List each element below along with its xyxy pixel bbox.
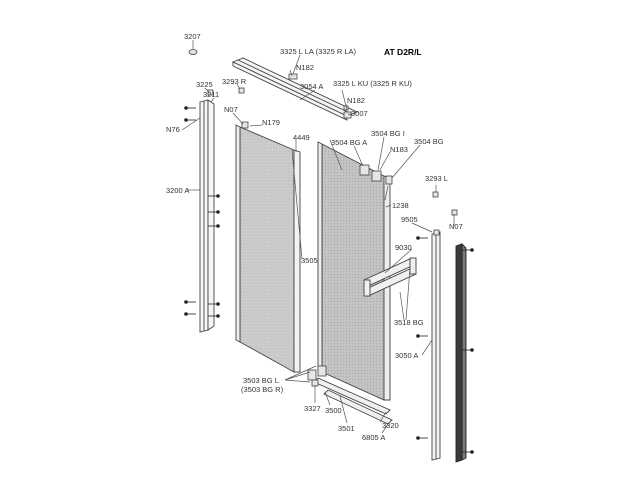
screw-icon xyxy=(208,194,220,198)
label-3518-bg: 3518 BG xyxy=(394,318,424,327)
screw-icon xyxy=(184,106,196,110)
label-3293-r: 3293 R xyxy=(222,77,247,86)
end-cap-icon xyxy=(288,73,298,80)
small-parts xyxy=(188,49,458,387)
screw-icon xyxy=(416,334,428,338)
end-cap-icon xyxy=(432,191,439,198)
end-cap-icon xyxy=(451,209,458,216)
screw-icon xyxy=(184,312,196,316)
label-1238: 1238 xyxy=(392,201,409,210)
door-handle xyxy=(363,257,417,297)
screw-icon xyxy=(416,436,428,440)
label-9030: 9030 xyxy=(395,243,412,252)
bracket-icon xyxy=(307,369,317,381)
label-3504-bg-i: 3504 BG I xyxy=(371,129,405,138)
top-rail xyxy=(231,57,359,121)
label-3207: 3207 xyxy=(184,32,201,41)
end-cap-icon xyxy=(343,105,349,111)
screw-icon xyxy=(208,314,220,318)
label-3327: 3327 xyxy=(304,404,321,413)
screw-icon xyxy=(184,300,196,304)
bracket-icon xyxy=(385,175,393,185)
bracket-icon xyxy=(371,170,382,182)
label-3325-l-ku: 3325 L KU (3325 R KU) xyxy=(333,79,412,88)
end-cap-icon xyxy=(207,89,214,96)
label-6805-a: 6805 A xyxy=(362,433,386,442)
label-n183: N183 xyxy=(390,145,408,154)
page-title: AT D2R/L xyxy=(384,47,422,57)
label-9505: 9505 xyxy=(401,215,418,224)
label-n07-right: N07 xyxy=(449,222,463,231)
label-3504-bg-a: 3504 BG A xyxy=(331,138,368,147)
screw-icon xyxy=(416,236,428,240)
end-cap-icon xyxy=(238,87,245,94)
label-3504-bg: 3504 BG xyxy=(414,137,444,146)
screw-icon xyxy=(462,450,474,454)
end-cap-icon xyxy=(188,49,198,55)
screw-icon xyxy=(184,118,196,122)
label-3325-l-la: 3325 L LA (3325 R LA) xyxy=(280,47,357,56)
end-cap-icon xyxy=(433,229,440,236)
label-3211: 3211 xyxy=(203,90,220,99)
label-3505: 3505 xyxy=(301,256,318,265)
label-n182-mid: N182 xyxy=(347,96,365,105)
label-3225: 3225 xyxy=(196,80,213,89)
label-3320: 3320 xyxy=(382,421,399,430)
panel-edge-strip xyxy=(293,149,301,373)
bracket-icon xyxy=(317,365,327,377)
label-3200-a: 3200 A xyxy=(166,186,190,195)
screw-icon xyxy=(462,248,474,252)
bracket-icon xyxy=(241,121,249,129)
label-n76: N76 xyxy=(166,125,180,134)
screw-icon xyxy=(208,224,220,228)
screw-icon xyxy=(208,210,220,214)
label-n179: N179 xyxy=(262,118,280,127)
screw-icon xyxy=(208,302,220,306)
label-3050-a: 3050 A xyxy=(395,351,419,360)
label-n182-top: N182 xyxy=(296,63,314,72)
sliding-door-panel xyxy=(317,141,391,401)
right-wall-profile xyxy=(431,231,441,461)
label-3501: 3501 xyxy=(338,424,355,433)
label-3503-bg-r: (3503 BG R) xyxy=(241,385,284,394)
left-wall-profile xyxy=(199,99,215,333)
label-3054-a: 3054 A xyxy=(300,82,324,91)
label-3007: 3007 xyxy=(351,109,368,118)
label-3293-l: 3293 L xyxy=(425,174,448,183)
screw-icon xyxy=(462,348,474,352)
leader-lines xyxy=(181,40,455,434)
label-3500: 3500 xyxy=(325,406,342,415)
screws xyxy=(184,106,474,454)
bracket-icon xyxy=(359,164,370,176)
label-n07-left: N07 xyxy=(224,105,238,114)
left-glass-panel xyxy=(235,124,295,373)
label-3503-bg-l: 3503 BG L xyxy=(243,376,279,385)
right-wall-profile-dark xyxy=(455,242,467,463)
label-4449: 4449 xyxy=(293,133,310,142)
